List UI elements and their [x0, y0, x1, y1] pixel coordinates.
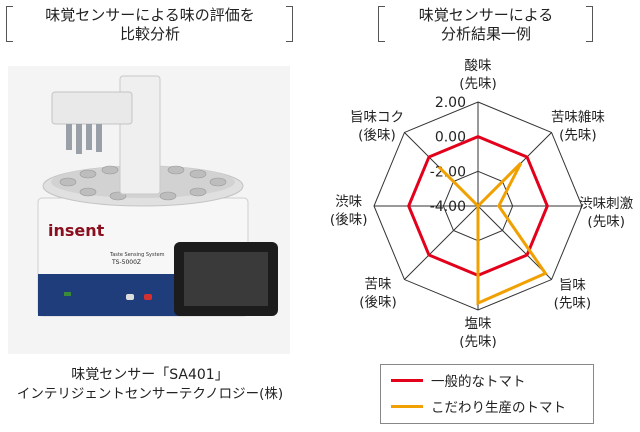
axis-label-timing: (後味) [358, 127, 396, 143]
panel-text: Taste Sensing System [109, 252, 165, 258]
grid-spoke [477, 205, 552, 280]
axis-label-timing: (先味) [459, 76, 497, 92]
axis-label-timing: (後味) [330, 212, 368, 228]
axis-tick-label: -4.00 [430, 199, 466, 215]
axis-tick-label: 0.00 [435, 130, 466, 146]
axis-label-timing: (先味) [587, 214, 625, 230]
axis-tick-label: 2.00 [435, 95, 466, 111]
right-heading-bracket-left [378, 6, 385, 42]
sensor-caption-model: 味覚センサー「SA401」 [71, 367, 229, 383]
axis-label-timing: (先味) [559, 127, 597, 143]
left-heading-bracket-right [286, 6, 293, 42]
model-label: TS-5000Z [111, 259, 141, 266]
legend-swatch-standard-tomato [391, 378, 423, 382]
axis-label-name: 苦味 [365, 277, 392, 293]
axis-label-name: 渋味 [335, 194, 362, 210]
left-heading-bracket-left [6, 6, 13, 42]
axis-label-timing: (先味) [459, 334, 497, 350]
legend-item-standard-tomato: 一般的なトマト [391, 373, 526, 391]
legend-label-standard-tomato: 一般的なトマト [431, 374, 526, 390]
axis-label-name: 酸味 [465, 58, 492, 74]
legend-label-premium-tomato: こだわり生産のトマト [431, 400, 566, 416]
taste-sensor-photo: insent Taste Sensing System TS-5000Z [8, 66, 290, 354]
axis-label-name: 塩味 [465, 316, 492, 332]
grid-spoke [404, 205, 479, 280]
left-heading: 味覚センサーによる味の評価を 比較分析 [8, 6, 292, 44]
axis-label-timing: (先味) [554, 296, 592, 312]
axis-label-name: 旨味コク [350, 109, 404, 125]
sensor-caption-maker: インテリジェントセンサーテクノロジー(株) [16, 386, 284, 402]
right-heading-line2: 分析結果一例 [440, 25, 531, 43]
left-heading-line1: 味覚センサーによる味の評価を [45, 6, 255, 24]
axis-label-timing: (後味) [359, 295, 397, 311]
legend-item-premium-tomato: こだわり生産のトマト [391, 399, 566, 417]
axis-label-name: 苦味雑味 [551, 109, 605, 125]
right-heading: 味覚センサーによる 分析結果一例 [380, 6, 592, 44]
axis-label-name: 渋味刺激 [579, 196, 633, 212]
axis-label-name: 旨味 [559, 278, 586, 294]
right-heading-bracket-right [586, 6, 593, 42]
radar-chart: 2.000.00-2.00-4.00 酸味(先味)苦味雑味(先味)渋味刺激(先味… [330, 58, 634, 350]
left-heading-line2: 比較分析 [119, 25, 180, 43]
legend-swatch-premium-tomato [391, 404, 423, 408]
chart-legend: 一般的なトマト こだわり生産のトマト [380, 364, 594, 424]
taste-sensor-illustration: insent Taste Sensing System TS-5000Z [8, 66, 290, 354]
brand-logo: insent [48, 221, 105, 240]
right-heading-line1: 味覚センサーによる [418, 6, 554, 24]
series-line-1 [437, 162, 548, 306]
